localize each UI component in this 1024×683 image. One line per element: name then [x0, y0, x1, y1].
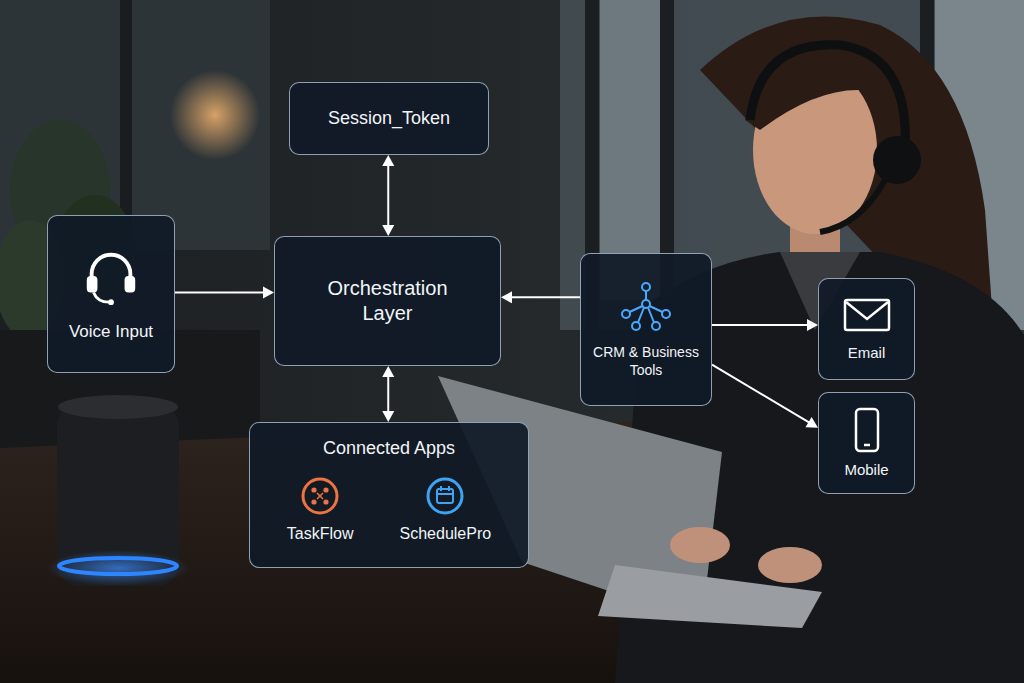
group-box: Connected AppsTaskFlow SchedulePro: [249, 422, 529, 568]
connector: [382, 366, 394, 422]
process-box: CRM & Business Tools: [580, 253, 712, 406]
decor-shape: [845, 300, 889, 330]
arrowhead: [382, 155, 394, 166]
app-label: SchedulePro: [400, 524, 492, 544]
headset-cup: [873, 136, 921, 184]
decor-shape: [312, 487, 317, 492]
smart-speaker: [57, 404, 179, 586]
node-label: Session_Token: [328, 107, 450, 130]
arrowhead: [807, 319, 818, 331]
connector-line: [387, 164, 389, 227]
connector: [175, 286, 274, 298]
decor-shape: [864, 443, 870, 446]
arrowhead: [805, 417, 818, 428]
arrowhead: [501, 291, 512, 303]
network-icon: [618, 280, 674, 332]
node-label: CRM & Business Tools: [590, 344, 702, 379]
decor-shape: [303, 479, 337, 513]
decor-shape: [632, 322, 640, 330]
process-box: Email: [818, 278, 915, 380]
decor-shape: [437, 486, 453, 494]
decor-shape: [317, 493, 323, 499]
decor-shape: [428, 479, 462, 513]
node-label: Mobile: [844, 461, 888, 480]
connector-line: [387, 375, 389, 413]
speaker-glow: [46, 550, 190, 586]
decor-shape: [312, 499, 317, 504]
decor-shape: [852, 407, 882, 453]
decor-shape: [662, 310, 670, 318]
decor-shape: [324, 487, 329, 492]
schedule-icon: [425, 476, 465, 516]
arrowhead: [382, 225, 394, 236]
decor-shape: [642, 300, 650, 308]
headset-band: [750, 45, 905, 150]
decor-shape: [425, 476, 465, 516]
decor-shape: [87, 276, 98, 292]
speaker-top: [58, 395, 178, 419]
decor-shape: [618, 280, 674, 332]
app-item: SchedulePro: [400, 476, 492, 544]
decor-shape: [92, 255, 131, 282]
decor-shape: [108, 300, 114, 306]
process-box: Voice Input: [47, 215, 175, 373]
connector-line: [712, 324, 809, 326]
decor-shape: [630, 291, 663, 323]
lamp-glow: [170, 70, 260, 160]
app-item: TaskFlow: [287, 476, 354, 544]
arrowhead: [382, 411, 394, 422]
connector: [382, 155, 394, 236]
phone-icon: [852, 407, 882, 453]
node-label: Voice Input: [69, 321, 153, 342]
decor-shape: [846, 302, 888, 319]
connector-line: [175, 291, 265, 293]
decor-shape: [842, 296, 892, 334]
app-row: TaskFlow SchedulePro: [287, 476, 491, 544]
group-heading: Connected Apps: [323, 437, 455, 460]
decor-shape: [642, 283, 650, 291]
decor-shape: [622, 310, 630, 318]
decor-shape: [80, 245, 142, 307]
speaker-ring: [59, 558, 177, 574]
process-box: Session_Token: [289, 82, 489, 155]
decor-shape: [300, 476, 340, 516]
arrowhead: [263, 286, 274, 298]
process-box: Orchestration Layer: [274, 236, 501, 366]
connector: [501, 291, 580, 303]
process-box: Mobile: [818, 392, 915, 494]
node-label: Email: [848, 344, 886, 363]
app-label: TaskFlow: [287, 524, 354, 544]
taskflow-icon: [300, 476, 340, 516]
node-label: Orchestration Layer: [303, 276, 473, 326]
decor-shape: [856, 409, 878, 451]
connector: [712, 319, 818, 331]
decor-shape: [324, 499, 329, 504]
hand: [670, 527, 730, 563]
headset-mic: [820, 180, 885, 232]
headset-icon: [80, 245, 142, 307]
hand: [758, 547, 822, 583]
connector-line: [712, 365, 810, 423]
mail-icon: [842, 296, 892, 334]
decor-shape: [125, 276, 136, 292]
connector-line: [510, 296, 580, 298]
decor-shape: [94, 293, 110, 303]
decor-shape: [437, 489, 453, 503]
decor-shape: [652, 322, 660, 330]
connector: [712, 365, 818, 428]
decor-shape: [622, 283, 670, 330]
arrowhead: [382, 366, 394, 377]
